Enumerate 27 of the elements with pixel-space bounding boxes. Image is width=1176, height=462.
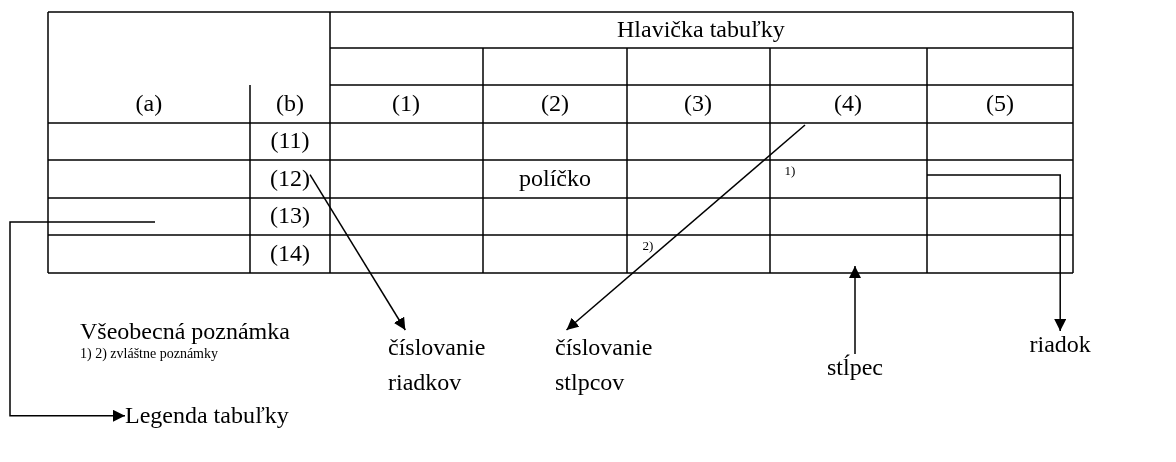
note-text: 1) 2) zvláštne poznámky xyxy=(80,346,218,363)
callout-text: číslovanie riadkov xyxy=(388,330,503,400)
leader-arrow xyxy=(9,221,156,422)
column-label: (a) xyxy=(135,90,163,118)
leader-arrow xyxy=(926,174,1067,332)
footnote-mark: 1) xyxy=(784,163,796,179)
leader-arrow xyxy=(309,173,407,331)
column-label: (b) xyxy=(276,90,304,118)
callout-text: riadok xyxy=(1029,331,1091,359)
footnote-mark: 2) xyxy=(642,238,654,254)
row-label: (14) xyxy=(270,240,310,268)
callout-text: stĺpec xyxy=(827,354,883,382)
callout-text: číslovanie stlpcov xyxy=(555,330,670,400)
column-label: (2) xyxy=(541,90,569,118)
cell-text: políčko xyxy=(519,165,591,193)
note-text: Všeobecná poznámka xyxy=(80,318,290,346)
row-label: (12) xyxy=(270,165,310,193)
leader-arrow xyxy=(849,265,861,355)
row-label: (11) xyxy=(270,127,310,155)
row-label: (13) xyxy=(270,202,310,230)
column-label: (5) xyxy=(986,90,1014,118)
column-label: (4) xyxy=(834,90,862,118)
column-label: (3) xyxy=(684,90,712,118)
column-label: (1) xyxy=(392,90,420,118)
callout-text: Legenda tabuľky xyxy=(125,402,289,430)
header-text: Hlavička tabuľky xyxy=(617,16,785,44)
leader-arrow xyxy=(565,124,806,331)
